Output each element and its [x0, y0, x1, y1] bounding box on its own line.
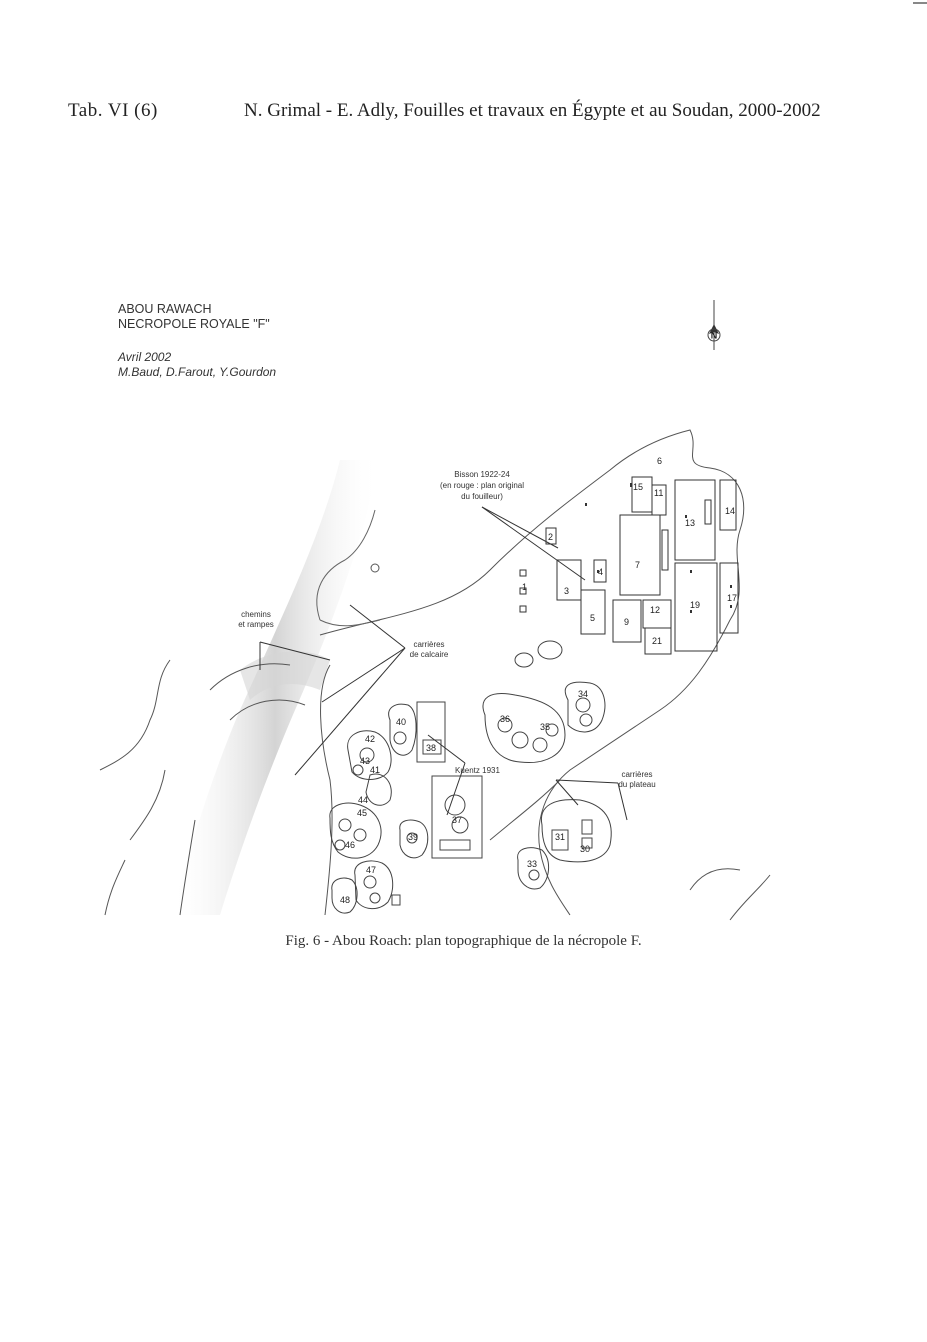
tomb-number-37: 37 [452, 815, 462, 825]
tomb-number-11: 11 [654, 488, 663, 498]
tomb-number-48: 48 [340, 895, 350, 905]
map-date: Avril 2002 [118, 350, 172, 364]
tomb-group-47 [331, 860, 401, 914]
tomb-group-41 [347, 730, 392, 806]
tomb-number-38: 38 [426, 743, 436, 753]
label-carrieres-calcaire-1: carrières [413, 640, 444, 649]
tomb-number-21: 21 [652, 636, 662, 646]
tomb-number-47: 47 [366, 865, 376, 875]
tomb-number-44: 44 [358, 795, 368, 805]
mastaba-details [585, 483, 732, 613]
label-kuentz: Kuentz 1931 [455, 766, 500, 775]
tomb-number-46: 46 [345, 840, 355, 850]
map-drawing: Bisson 1922-24 (en rouge : plan original… [99, 429, 771, 921]
mastaba-group-north [519, 476, 739, 655]
quarry-mark [370, 563, 380, 573]
plateau-edge-lower [489, 779, 771, 921]
tomb-number-14: 14 [725, 506, 735, 516]
tomb-group-37 [431, 775, 483, 859]
tomb-number-45: 45 [357, 808, 367, 818]
tomb-number-39: 39 [408, 832, 418, 842]
tomb-number-35: 35 [540, 722, 550, 732]
topographic-map: Bisson 1922-24 (en rouge : plan original… [90, 420, 870, 925]
tomb-number-4: 4 [598, 567, 603, 577]
map-authors: M.Baud, D.Farout, Y.Gourdon [118, 365, 277, 379]
map-title-line1: ABOU RAWACH [118, 302, 212, 316]
tomb-number-12: 12 [650, 605, 660, 615]
tomb-number-33: 33 [527, 859, 537, 869]
tomb-number-40: 40 [396, 717, 406, 727]
quarry-outline [316, 509, 381, 627]
tomb-number-17: 17 [727, 593, 737, 603]
tomb-number-41: 41 [370, 765, 380, 775]
label-chemins-1: chemins [241, 610, 271, 619]
tomb-numbers: 1 2 3 4 5 6 7 9 11 12 13 14 15 17 19 21 … [340, 456, 737, 905]
label-bisson-3: du fouilleur) [461, 492, 503, 501]
map-title-line2: NECROPOLE ROYALE "F" [118, 317, 270, 331]
leader-lines [259, 506, 628, 821]
tomb-number-19: 19 [690, 600, 700, 610]
label-bisson-1: Bisson 1922-24 [454, 470, 510, 479]
tomb-group-35 [482, 693, 566, 764]
label-bisson-2: (en rouge : plan original [440, 481, 524, 490]
tomb-number-36: 36 [500, 714, 510, 724]
tomb-group-34 [564, 681, 606, 733]
north-label: N [711, 331, 718, 341]
label-chemins-2: et rampes [238, 620, 274, 629]
tomb-number-3: 3 [564, 586, 569, 596]
structure-oval-small [514, 652, 534, 668]
plate-number: Tab. VI (6) [68, 100, 158, 121]
wadi-shading-lower [240, 651, 330, 700]
tomb-group-38 [388, 701, 446, 763]
tomb-number-13: 13 [685, 518, 695, 528]
tomb-group-39 [399, 819, 429, 859]
ridge-line-left [99, 659, 196, 916]
tomb-number-1: 1 [522, 582, 527, 592]
label-carrieres-plateau-1: carrières [621, 770, 652, 779]
tomb-number-42: 42 [365, 734, 375, 744]
map-date-block: Avril 2002 M.Baud, D.Farout, Y.Gourdon [118, 350, 276, 380]
map-title-block: ABOU RAWACH NECROPOLE ROYALE "F" [118, 302, 270, 332]
tomb-number-15: 15 [633, 482, 643, 492]
tomb-number-31: 31 [555, 832, 565, 842]
corner-mark [913, 2, 927, 4]
tomb-group-30 [517, 799, 612, 890]
running-title: N. Grimal - E. Adly, Fouilles et travaux… [244, 100, 821, 121]
tomb-number-34: 34 [578, 689, 588, 699]
tomb-number-5: 5 [590, 613, 595, 623]
label-carrieres-calcaire-2: de calcaire [410, 650, 449, 659]
tomb-number-2: 2 [548, 532, 553, 542]
label-carrieres-plateau-2: du plateau [618, 780, 655, 789]
tomb-number-9: 9 [624, 617, 629, 627]
tomb-number-7: 7 [635, 560, 640, 570]
tomb-number-30: 30 [580, 844, 590, 854]
track-lines [209, 663, 333, 916]
tomb-number-6: 6 [657, 456, 662, 466]
tomb-number-43: 43 [360, 756, 370, 766]
tomb-group-45 [329, 802, 382, 859]
structure-oval-north [537, 640, 563, 660]
figure-caption: Fig. 6 - Abou Roach: plan topographique … [285, 933, 642, 949]
north-arrow-icon: N [707, 300, 721, 350]
